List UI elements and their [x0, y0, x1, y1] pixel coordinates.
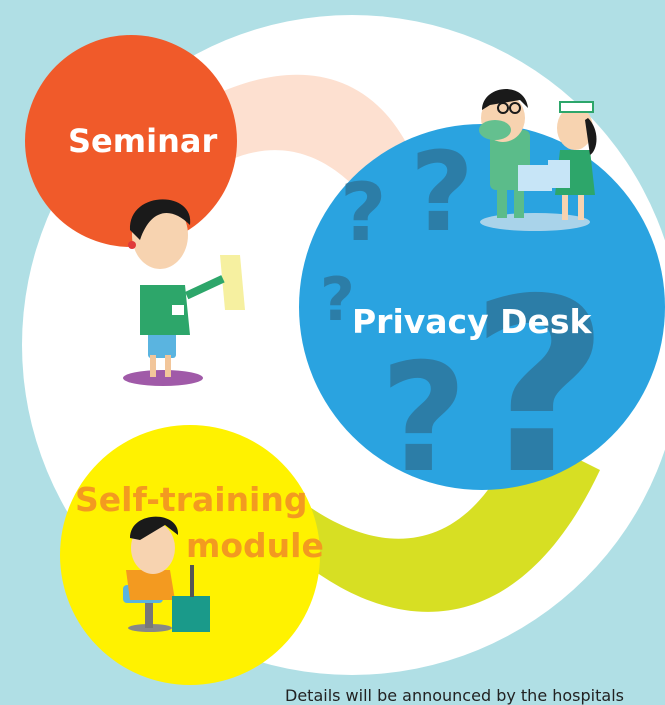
- svg-text:?: ?: [320, 265, 355, 335]
- doctor-icon: [479, 89, 590, 231]
- nurse-icon: [548, 101, 597, 220]
- svg-text:?: ?: [410, 128, 474, 256]
- question-mark-icon: ? ? ? ? ?: [320, 128, 609, 527]
- svg-text:?: ?: [340, 166, 386, 259]
- presenter-woman-icon: [123, 199, 245, 386]
- self-training-label-line1: Self-training: [75, 480, 308, 519]
- seminar-circle: [25, 35, 237, 247]
- computer-user-icon: [123, 516, 210, 632]
- self-training-circle: [60, 425, 320, 685]
- svg-text:?: ?: [470, 247, 609, 527]
- footer-note: Details will be announced by the hospita…: [285, 686, 624, 705]
- privacy-desk-circle: [299, 124, 665, 490]
- svg-text:?: ?: [380, 332, 467, 506]
- seminar-label: Seminar: [68, 122, 218, 160]
- self-training-label-line2: module: [186, 526, 324, 565]
- privacy-desk-label: Privacy Desk: [352, 302, 592, 341]
